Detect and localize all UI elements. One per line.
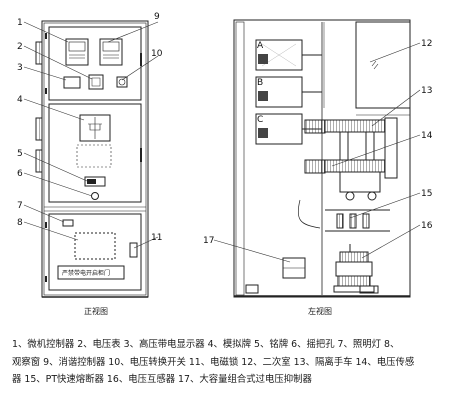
mimic-panel: [79, 114, 111, 142]
nameplate: [84, 176, 106, 187]
lighting-lamp: [62, 219, 74, 227]
microcomputer-controller: [65, 38, 89, 66]
voltage-selector-switch: [116, 76, 128, 88]
side-cabinet-outline: [233, 19, 411, 298]
side-number-labels: 12 13 14 15 16 17: [203, 39, 433, 246]
resonance-controller: [99, 38, 123, 66]
label-15: 15: [421, 189, 432, 199]
warning-plate-text: 严禁带电开启柜门: [62, 269, 110, 277]
ventilation-slots: [35, 41, 43, 173]
label-16: 16: [421, 221, 433, 231]
label-13: 13: [421, 86, 432, 96]
legend-line-3: 器 15、PT快速熔断器 16、电压互感器 17、大容量组合式过电压抑制器: [12, 374, 312, 385]
front-number-labels: 1 2 3 4 5 6 7 8 9 10 11: [17, 12, 163, 243]
label-3: 3: [17, 63, 23, 73]
secondary-compartment: [355, 21, 411, 109]
warning-plate: [57, 265, 125, 280]
phase-labels: A B C: [257, 41, 264, 125]
label-5: 5: [17, 149, 23, 159]
bottom-door: [48, 213, 142, 291]
label-9: 9: [154, 12, 160, 22]
component-legend: 1、微机控制器 2、电压表 3、高压带电显示器 4、模拟牌 5、铭牌 6、摇把孔…: [12, 336, 458, 389]
phase-label-c: C: [257, 115, 263, 125]
voltmeter: [88, 74, 104, 90]
voltage-transformer: [333, 244, 375, 293]
phase-label-b: B: [257, 78, 263, 88]
label-14: 14: [421, 131, 433, 141]
hv-live-display: [63, 76, 81, 89]
front-view: [35, 20, 149, 298]
side-leader-lines: [213, 42, 421, 263]
electromagnetic-lock: [129, 242, 138, 258]
label-1: 1: [17, 18, 23, 28]
label-2: 2: [17, 42, 23, 52]
voltage-sensors: [304, 119, 326, 174]
front-leader-lines: [23, 21, 159, 249]
front-view-caption: 正视图: [84, 306, 108, 316]
observation-window: [74, 232, 116, 260]
side-view-caption: 左视图: [308, 306, 332, 316]
label-11: 11: [151, 233, 162, 243]
label-12: 12: [421, 39, 432, 49]
label-8: 8: [17, 218, 23, 228]
label-4: 4: [17, 95, 23, 105]
label-17: 17: [203, 236, 214, 246]
legend-line-1: 1、微机控制器 2、电压表 3、高压带电显示器 4、模拟牌 5、铭牌 6、摇把孔…: [12, 339, 400, 350]
legend-line-2: 观察窗 9、消谐控制器 10、电压转换开关 11、电磁锁 12、二次室 13、隔…: [12, 356, 415, 368]
side-view: [233, 19, 411, 298]
crank-hole: [91, 192, 99, 200]
label-10: 10: [151, 49, 163, 59]
label-7: 7: [17, 201, 23, 211]
phase-label-a: A: [257, 41, 264, 51]
label-6: 6: [17, 169, 23, 179]
isolation-truck: [324, 117, 398, 201]
pt-fuses: [325, 209, 390, 232]
